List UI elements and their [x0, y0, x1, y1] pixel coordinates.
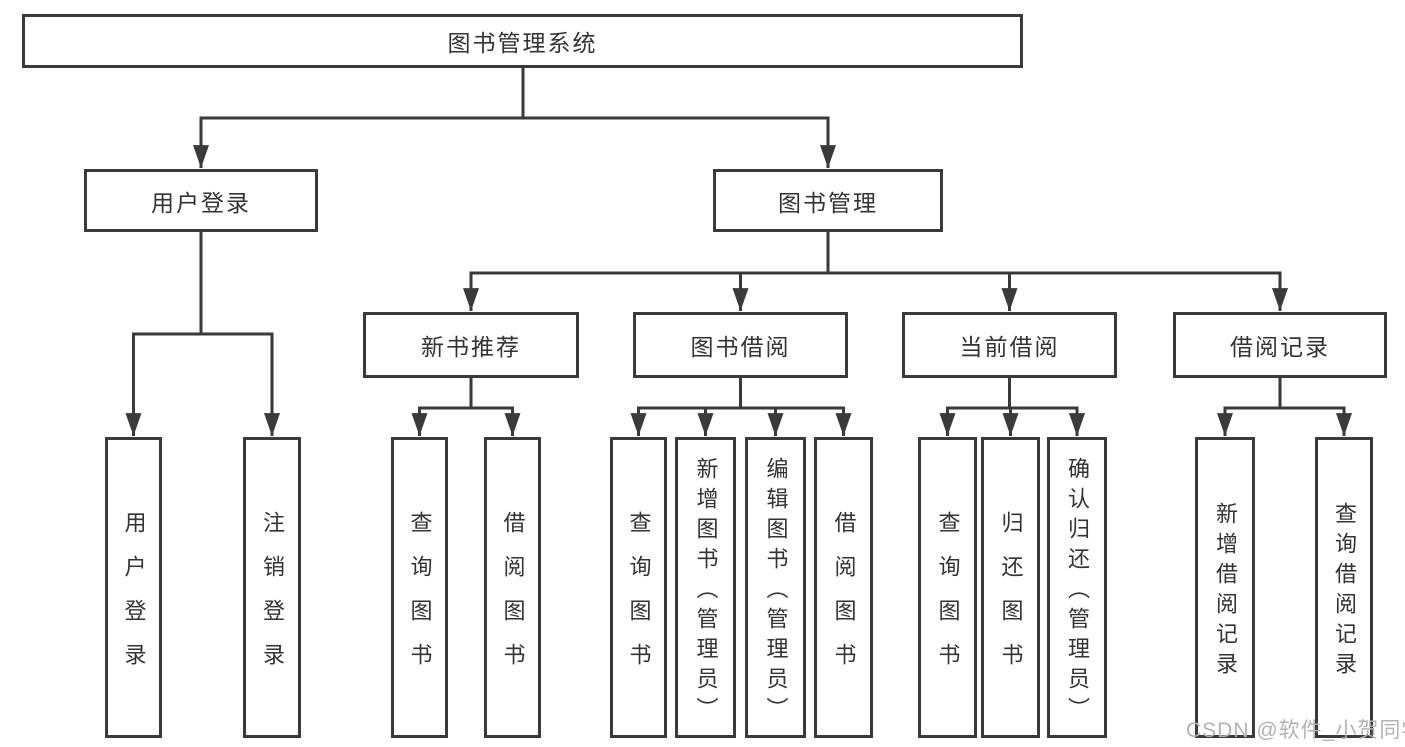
connector-current-to-leaves: [946, 378, 1079, 410]
leaf-label: 查询图书: [407, 510, 433, 687]
csdn-watermark: CSDN @软件_小贺同学: [1186, 719, 1405, 742]
node-library-management-system: 图书管理系统: [22, 14, 1023, 68]
connector-login-to-leaves: [132, 232, 274, 336]
leaf-label: 新增借阅记录: [1213, 501, 1238, 682]
connector-root-to-level2: [199, 68, 830, 120]
leaf-label: 查询图书: [626, 510, 652, 687]
leaf-label: 注销登录: [260, 510, 285, 687]
leaf-query-book-borrowing: 查询图书: [610, 437, 667, 738]
leaf-edit-book-admin: 编辑图书（管理员）: [745, 437, 806, 738]
leaf-label: 借阅图书: [500, 510, 526, 687]
leaf-confirm-return-admin: 确认归还（管理员）: [1047, 437, 1107, 738]
node-book-management: 图书管理: [713, 169, 943, 232]
leaf-label: 查询图书: [935, 510, 961, 687]
leaf-add-borrow-record: 新增借阅记录: [1195, 437, 1255, 738]
leaf-label: 借阅图书: [831, 510, 857, 687]
node-user-login: 用户登录: [84, 169, 318, 232]
connector-records-to-leaves: [1223, 378, 1346, 410]
node-label: 当前借阅: [959, 334, 1060, 360]
node-book-borrowing: 图书借阅: [633, 312, 848, 378]
leaf-logout: 注销登录: [243, 437, 301, 738]
node-label: 图书管理: [778, 189, 878, 216]
node-current-borrowing: 当前借阅: [902, 312, 1117, 378]
leaf-label: 查询借阅记录: [1332, 501, 1357, 682]
leaf-label: 确认归还（管理员）: [1065, 456, 1090, 727]
leaf-label: 归还图书: [998, 510, 1024, 687]
leaf-label: 新增图书（管理员）: [693, 456, 719, 727]
leaf-borrow-book-borrowing: 借阅图书: [814, 437, 873, 738]
node-new-book-recommend: 新书推荐: [363, 312, 579, 378]
leaf-add-book-admin: 新增图书（管理员）: [675, 437, 736, 738]
leaf-label: 编辑图书（管理员）: [763, 456, 789, 727]
leaf-query-borrow-record: 查询借阅记录: [1315, 437, 1373, 738]
leaf-query-book-recommend: 查询图书: [391, 437, 448, 738]
node-label: 借阅记录: [1230, 334, 1330, 360]
connector-borrow-to-leaves: [637, 378, 845, 410]
leaf-borrow-book-recommend: 借阅图书: [484, 437, 541, 738]
leaf-return-book: 归还图书: [981, 437, 1040, 738]
leaf-label: 用户登录: [121, 510, 147, 687]
connector-newbook-to-leaves: [418, 378, 514, 410]
connector-bookmgmt-to-level3: [469, 232, 1282, 275]
node-borrowing-records: 借阅记录: [1173, 312, 1387, 378]
leaf-query-book-current: 查询图书: [918, 437, 977, 738]
node-label: 图书管理系统: [447, 30, 598, 56]
node-label: 新书推荐: [421, 334, 521, 360]
node-label: 用户登录: [151, 189, 251, 216]
leaf-user-login: 用户登录: [105, 437, 162, 738]
node-label: 图书借阅: [690, 334, 791, 360]
